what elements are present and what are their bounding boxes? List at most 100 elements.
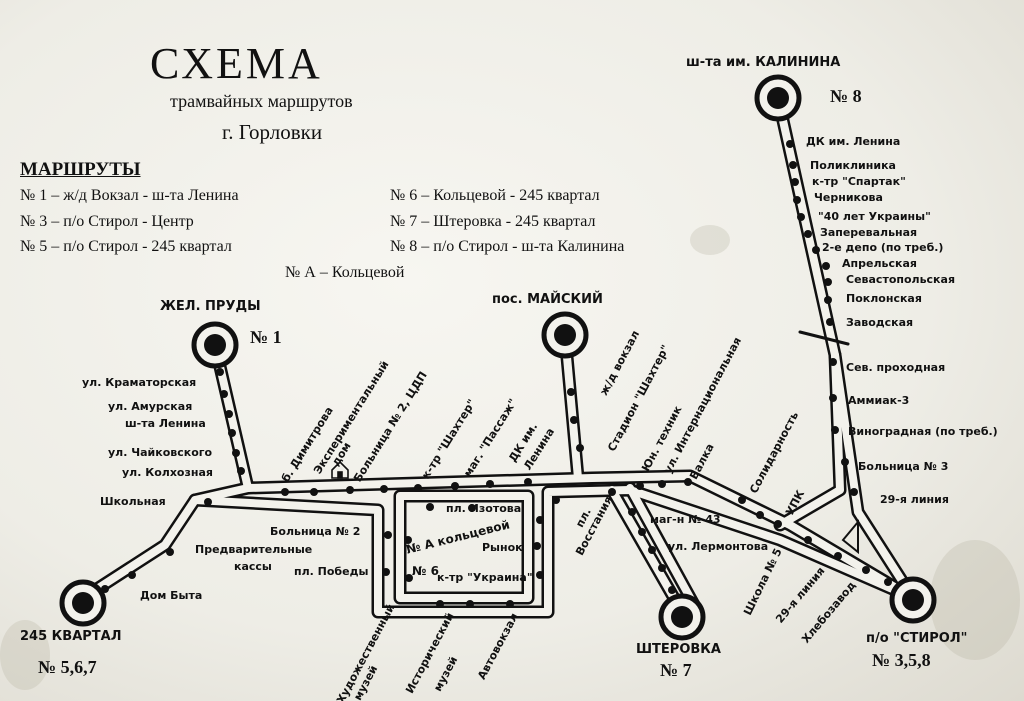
stop-bolnitsa-2: Больница № 2 bbox=[270, 525, 361, 538]
stop-dot bbox=[831, 426, 839, 434]
terminal-kalinina-routes: № 8 bbox=[830, 86, 862, 106]
experimental-house-icon bbox=[331, 460, 349, 479]
map-city: г. Горловки bbox=[222, 120, 323, 144]
stop-dot bbox=[576, 444, 584, 452]
stop-zaperevalnaya: Заперевальная bbox=[820, 226, 918, 239]
stop-kramatorskaya: ул. Краматорская bbox=[82, 376, 197, 389]
stop-dot bbox=[384, 531, 392, 539]
stop-rynok: Рынок bbox=[482, 541, 523, 554]
ring-route-6-label: № 6 bbox=[412, 564, 439, 578]
stop-vinogradnaya: Виноградная (по треб.) bbox=[848, 425, 998, 438]
stirol-loop bbox=[841, 519, 859, 555]
stop-dot bbox=[628, 508, 636, 516]
route-8: № 8 – п/о Стирол - ш-та Калинина bbox=[390, 238, 625, 255]
stop-dot bbox=[756, 511, 764, 519]
stop-dot bbox=[608, 488, 616, 496]
rail-crossing bbox=[798, 330, 850, 346]
stop-dot bbox=[228, 429, 236, 437]
route-6: № 6 – Кольцевой - 245 квартал bbox=[390, 187, 600, 204]
stop-dot bbox=[570, 416, 578, 424]
stop-dot bbox=[834, 552, 842, 560]
stop-dot bbox=[404, 536, 412, 544]
stop-dot bbox=[536, 571, 544, 579]
stop-dot bbox=[486, 480, 494, 488]
stop-dot bbox=[793, 196, 801, 204]
stop-dot bbox=[884, 578, 892, 586]
stop-dot bbox=[237, 467, 245, 475]
stop-dot bbox=[841, 458, 849, 466]
stop-dot bbox=[658, 564, 666, 572]
stop-dot bbox=[648, 546, 656, 554]
route-1: № 1 – ж/д Вокзал - ш-та Ленина bbox=[20, 187, 239, 204]
stop-dot bbox=[436, 600, 444, 608]
stop-dot bbox=[826, 318, 834, 326]
map-subtitle: трамвайных маршрутов bbox=[170, 91, 353, 111]
stop-dot bbox=[829, 358, 837, 366]
stop-dot bbox=[166, 548, 174, 556]
stop-dot bbox=[225, 410, 233, 418]
map-title: СХЕМА bbox=[150, 39, 323, 88]
terminal-kalinina-marker bbox=[754, 74, 802, 122]
stop-dot bbox=[426, 503, 434, 511]
stop-kt-ukraina: к-тр "Украина" bbox=[437, 571, 533, 584]
terminal-245-kvartal-routes: № 5,6,7 bbox=[38, 657, 97, 677]
stop-dot bbox=[524, 478, 532, 486]
stop-bolnitsa-3: Больница № 3 bbox=[858, 460, 949, 473]
terminal-245-kvartal-marker bbox=[59, 579, 107, 627]
terminal-stations bbox=[59, 74, 937, 641]
stop-kassy: кассы bbox=[234, 560, 272, 573]
stop-mag-43: маг-н № 43 bbox=[650, 513, 721, 526]
stop-chernikova: Черникова bbox=[814, 191, 883, 204]
stop-dot bbox=[533, 542, 541, 550]
stop-dot bbox=[636, 482, 644, 490]
stop-dot bbox=[786, 140, 794, 148]
stop-dot bbox=[567, 388, 575, 396]
terminal-zhel-prudy: ЖЕЛ. ПРУДЫ bbox=[160, 299, 261, 314]
stop-dom-byta: Дом Быта bbox=[140, 589, 203, 602]
stop-dot bbox=[804, 536, 812, 544]
stop-chaykovskogo: ул. Чайковского bbox=[108, 446, 213, 459]
stop-dot bbox=[797, 213, 805, 221]
terminal-kalinina: ш-та им. КАЛИНИНА bbox=[686, 55, 841, 70]
stop-pl-pobedy: пл. Победы bbox=[294, 565, 369, 578]
stop-poklonskaya: Поклонская bbox=[846, 292, 922, 305]
stop-dot bbox=[451, 482, 459, 490]
stop-dot bbox=[812, 246, 820, 254]
stop-dot bbox=[829, 394, 837, 402]
stop-dot bbox=[774, 520, 782, 528]
stop-sev-prokhodnaya: Сев. проходная bbox=[846, 361, 946, 374]
stop-dot bbox=[791, 178, 799, 186]
stop-dot bbox=[346, 486, 354, 494]
terminal-maysky-marker bbox=[541, 311, 589, 359]
stop-dot bbox=[382, 568, 390, 576]
stop-29-liniya: 29-я линия bbox=[880, 493, 949, 506]
stop-kolkhoznaya: ул. Колхозная bbox=[122, 466, 213, 479]
terminal-maysky: пос. МАЙСКИЙ bbox=[492, 292, 603, 307]
stop-dot bbox=[658, 480, 666, 488]
stop-sevastopolskaya: Севастопольская bbox=[846, 273, 956, 286]
stop-dot bbox=[824, 278, 832, 286]
terminal-sterovka: ШТЕРОВКА bbox=[636, 642, 721, 657]
stop-shta-lenina: ш-та Ленина bbox=[125, 417, 206, 430]
terminal-stirol-routes: № 3,5,8 bbox=[872, 650, 931, 670]
stop-dot bbox=[414, 484, 422, 492]
stop-dot bbox=[552, 496, 560, 504]
stop-dot bbox=[789, 161, 797, 169]
terminal-zhel-prudy-marker bbox=[191, 321, 239, 369]
route-5: № 5 – п/о Стирол - 245 квартал bbox=[20, 238, 232, 255]
stop-dot bbox=[506, 600, 514, 608]
route-7: № 7 – Штеровка - 245 квартал bbox=[390, 213, 596, 230]
stop-dots bbox=[101, 140, 892, 608]
stop-40-let-ukrainy: "40 лет Украины" bbox=[818, 210, 931, 223]
stop-dot bbox=[466, 600, 474, 608]
stop-dot bbox=[204, 498, 212, 506]
terminal-stirol-marker bbox=[889, 576, 937, 624]
routes-heading: МАРШРУТЫ bbox=[20, 159, 141, 180]
stop-dot bbox=[536, 516, 544, 524]
stop-dot bbox=[668, 586, 676, 594]
stop-lermontova: ул. Лермонтова bbox=[668, 540, 769, 553]
terminal-sterovka-routes: № 7 bbox=[660, 660, 692, 680]
stop-dot bbox=[824, 296, 832, 304]
